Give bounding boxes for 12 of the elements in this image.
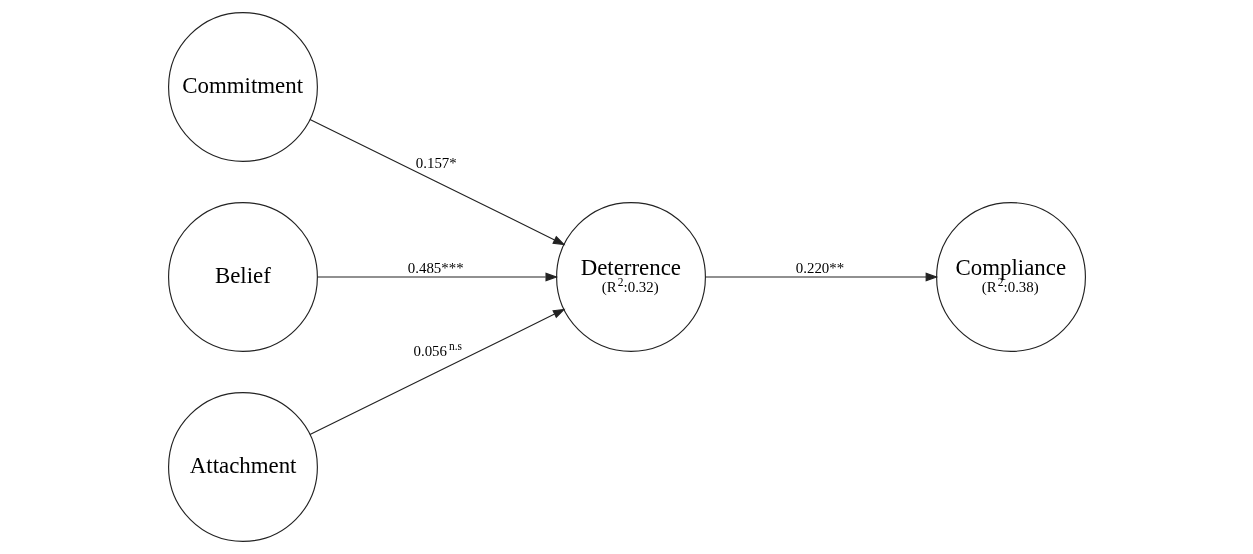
edge-label: 0.056$^{n.s}$ (413, 340, 462, 360)
node-circle: Attachment (167, 392, 318, 542)
edge-label: 0.485*** (407, 259, 464, 276)
node-circle: Deterrence (R$^{2}$:0.32) (555, 202, 706, 352)
arrow (316, 272, 558, 282)
edge-label: 0.220** (795, 259, 844, 276)
arrow (308, 118, 565, 246)
arrow (704, 272, 938, 282)
arrow (308, 308, 565, 436)
node-circle: Commitment (167, 12, 318, 162)
node-circle: Belief (167, 202, 318, 352)
edge-label: 0.157* (415, 154, 457, 171)
